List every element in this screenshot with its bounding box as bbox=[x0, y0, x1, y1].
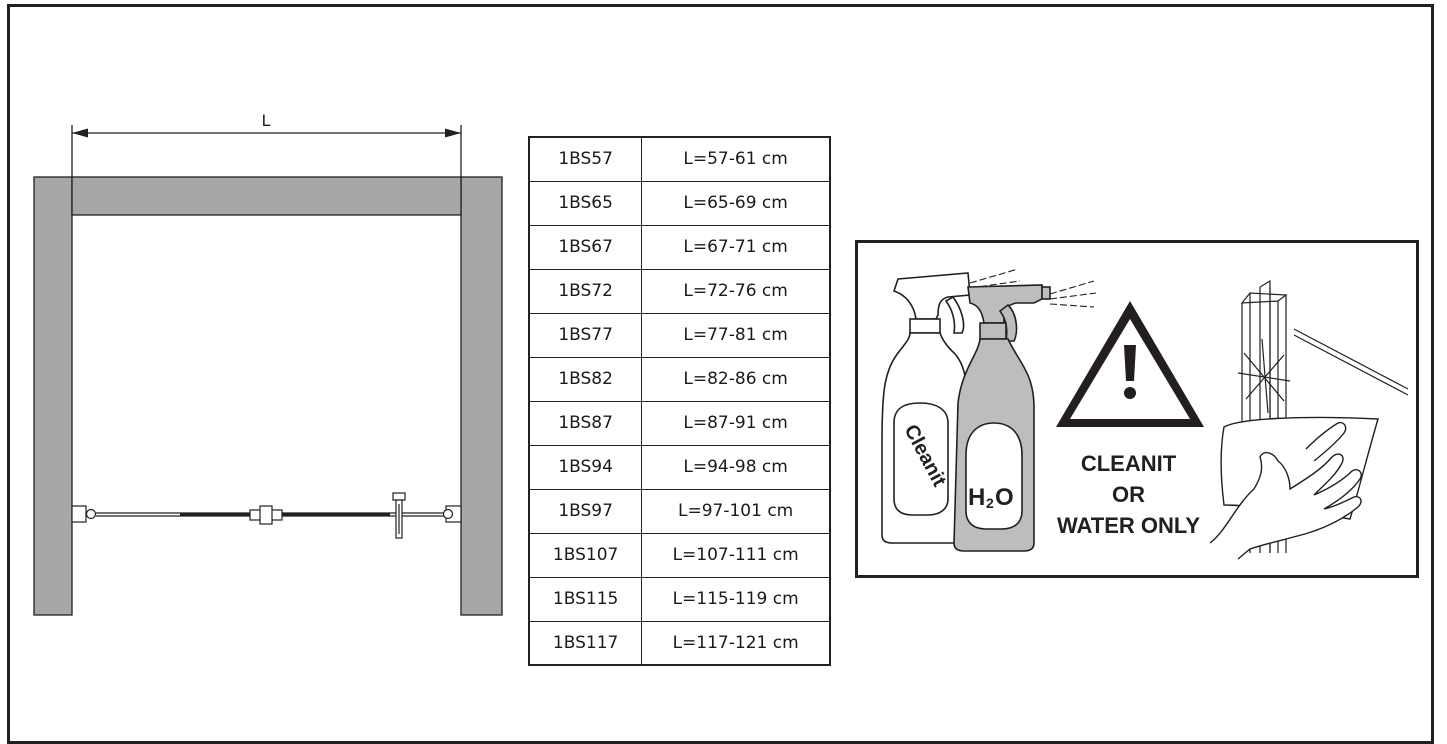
sparkle-icon bbox=[1237, 338, 1291, 414]
model-code: 1BS77 bbox=[528, 312, 643, 358]
model-code: 1BS107 bbox=[528, 532, 643, 578]
cleaning-illustration: Cleanit H 2 O bbox=[881, 268, 1409, 560]
warning-triangle-icon bbox=[1056, 301, 1204, 427]
hand-wiping-icon bbox=[1209, 416, 1379, 560]
right-wall bbox=[460, 176, 503, 616]
h2o-label: H 2 O bbox=[968, 484, 1014, 511]
model-code: 1BS117 bbox=[528, 620, 643, 666]
width-range: L=107-111 cm bbox=[641, 532, 831, 578]
width-range: L=77-81 cm bbox=[641, 312, 831, 358]
svg-text:2: 2 bbox=[986, 495, 994, 511]
width-range: L=117-121 cm bbox=[641, 620, 831, 666]
model-code: 1BS65 bbox=[528, 180, 643, 226]
width-range: L=67-71 cm bbox=[641, 224, 831, 270]
warning-line-2: OR bbox=[1112, 482, 1145, 507]
width-range: L=82-86 cm bbox=[641, 356, 831, 402]
width-range: L=87-91 cm bbox=[641, 400, 831, 446]
cleaning-warning-panel: Cleanit H 2 O bbox=[855, 240, 1419, 578]
left-wall bbox=[33, 176, 73, 616]
cleanit-bottle-icon bbox=[881, 272, 971, 544]
model-code: 1BS82 bbox=[528, 356, 643, 402]
water-bottle-icon bbox=[953, 284, 1051, 552]
width-range: L=94-98 cm bbox=[641, 444, 831, 490]
width-range: L=72-76 cm bbox=[641, 268, 831, 314]
model-code: 1BS97 bbox=[528, 488, 643, 534]
model-code: 1BS94 bbox=[528, 444, 643, 490]
width-range: L=65-69 cm bbox=[641, 180, 831, 226]
svg-text:O: O bbox=[995, 484, 1014, 511]
model-code: 1BS72 bbox=[528, 268, 643, 314]
door-profile bbox=[71, 492, 462, 539]
dimension-arrow bbox=[71, 125, 462, 180]
model-code: 1BS87 bbox=[528, 400, 643, 446]
shower-opening-diagram: L bbox=[33, 111, 503, 616]
width-range: L=57-61 cm bbox=[641, 136, 831, 182]
top-header bbox=[71, 176, 462, 216]
dimension-label: L bbox=[262, 111, 271, 130]
model-code: 1BS115 bbox=[528, 576, 643, 622]
warning-message: CLEANIT OR WATER ONLY bbox=[1046, 448, 1211, 541]
model-code: 1BS67 bbox=[528, 224, 643, 270]
warning-line-3: WATER ONLY bbox=[1056, 513, 1200, 538]
svg-text:H: H bbox=[968, 484, 985, 511]
width-range: L=115-119 cm bbox=[641, 576, 831, 622]
width-range: L=97-101 cm bbox=[641, 488, 831, 534]
warning-line-1: CLEANIT bbox=[1080, 451, 1177, 476]
model-code: 1BS57 bbox=[528, 136, 643, 182]
